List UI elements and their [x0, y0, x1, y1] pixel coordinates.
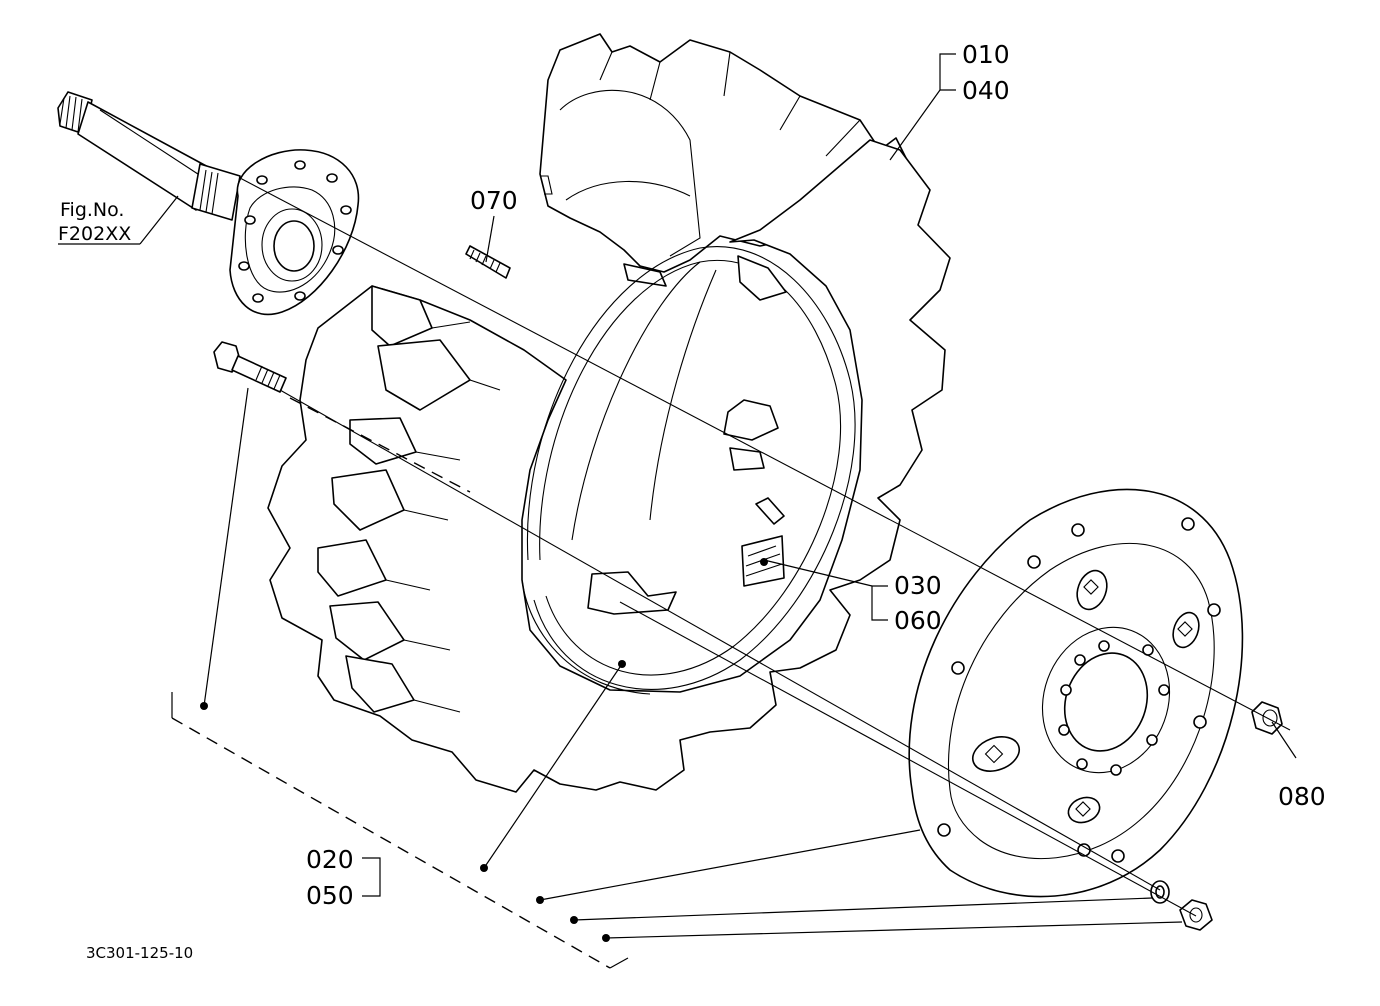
callout-080: 080	[1278, 782, 1326, 811]
wheel-disc	[908, 488, 1244, 898]
axle-shaft	[57, 91, 360, 316]
callout-020: 020	[306, 845, 354, 874]
assembly-lines	[239, 177, 1291, 917]
hex-bolt	[213, 341, 287, 393]
stud-bolt	[465, 245, 511, 279]
figure-ref-label: Fig.No.	[60, 199, 124, 221]
leader-lines	[58, 53, 1297, 969]
tire	[267, 139, 951, 793]
callout-040: 040	[962, 76, 1010, 105]
callout-070: 070	[470, 186, 518, 215]
leader-dots	[200, 558, 768, 942]
callout-060: 060	[894, 606, 942, 635]
callout-010: 010	[962, 40, 1010, 69]
lock-washer	[1150, 880, 1170, 904]
disc-mount-bosses	[971, 569, 1200, 824]
disc-bolt-holes	[937, 517, 1221, 863]
flange-bolt-holes	[238, 160, 352, 303]
hub-bolt-holes	[1058, 640, 1170, 776]
drawing-code: 3C301-125-10	[86, 944, 193, 962]
callout-050: 050	[306, 881, 354, 910]
callout-030: 030	[894, 571, 942, 600]
figure-ref-number: F202XX	[58, 223, 131, 245]
hex-nut	[1179, 899, 1213, 931]
